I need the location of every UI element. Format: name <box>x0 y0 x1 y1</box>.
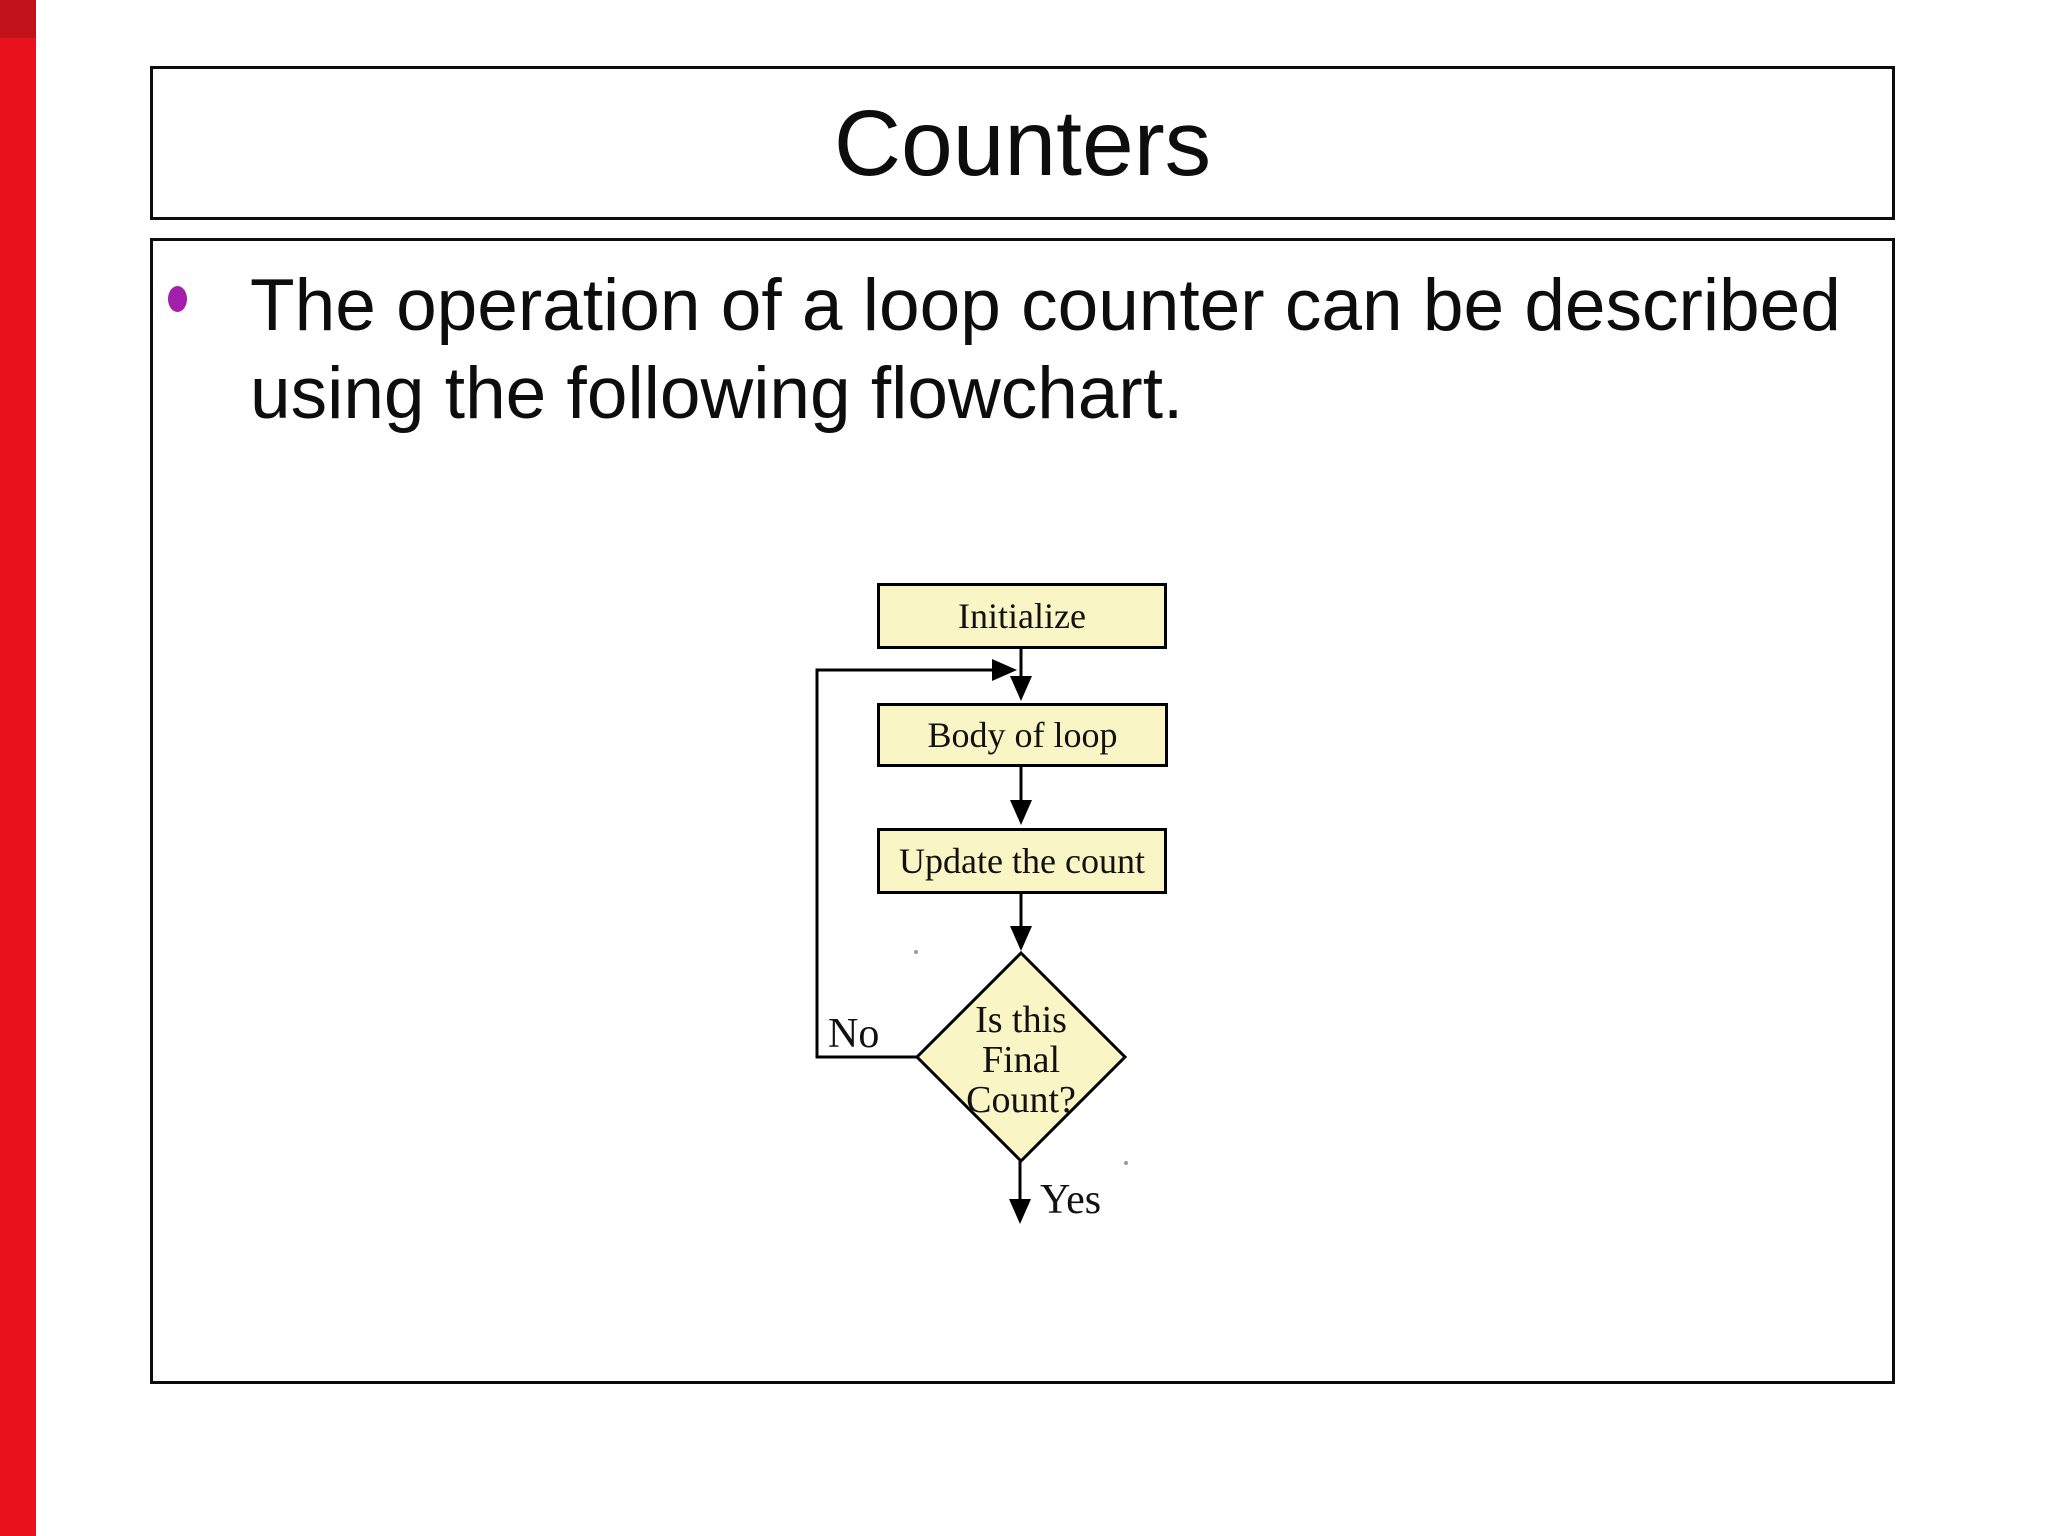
arrowhead-yes-exit <box>1009 1199 1031 1224</box>
arrowhead-into-update <box>1010 800 1032 825</box>
bullet-text-line-2: using the following flowchart. <box>250 353 1184 434</box>
arrowhead-feedback-right <box>992 659 1017 681</box>
node-initialize: Initialize <box>877 583 1167 649</box>
branch-label-no: No <box>828 1011 880 1057</box>
decision-line-2: Final <box>981 1039 1061 1081</box>
node-initialize-label: Initialize <box>958 596 1086 636</box>
slide-title: Counters <box>833 90 1212 195</box>
scan-speck <box>914 950 918 954</box>
node-update-the-count-label: Update the count <box>899 841 1145 881</box>
decision-line-1: Is this <box>975 999 1067 1041</box>
node-body-of-loop: Body of loop <box>877 703 1168 767</box>
bullet-marker <box>168 286 187 312</box>
node-update-the-count: Update the count <box>877 828 1167 894</box>
left-edge-strip <box>0 0 36 1536</box>
bullet-text-line-1: The operation of a loop counter can be d… <box>250 265 1841 346</box>
decision-line-3: Count? <box>966 1079 1076 1121</box>
arrowhead-into-decision <box>1010 926 1032 951</box>
edge-no-feedback <box>815 668 994 1059</box>
bullet-text: The operation of a loop counter can be d… <box>250 262 1910 438</box>
scan-speck <box>1124 1161 1128 1165</box>
left-edge-strip-top <box>0 0 36 38</box>
arrowhead-into-body <box>1010 676 1032 701</box>
branch-label-yes: Yes <box>1040 1177 1102 1223</box>
node-body-of-loop-label: Body of loop <box>927 715 1118 755</box>
node-decision-label: Is this Final Count? <box>896 1000 1146 1120</box>
title-box: Counters <box>150 66 1895 220</box>
